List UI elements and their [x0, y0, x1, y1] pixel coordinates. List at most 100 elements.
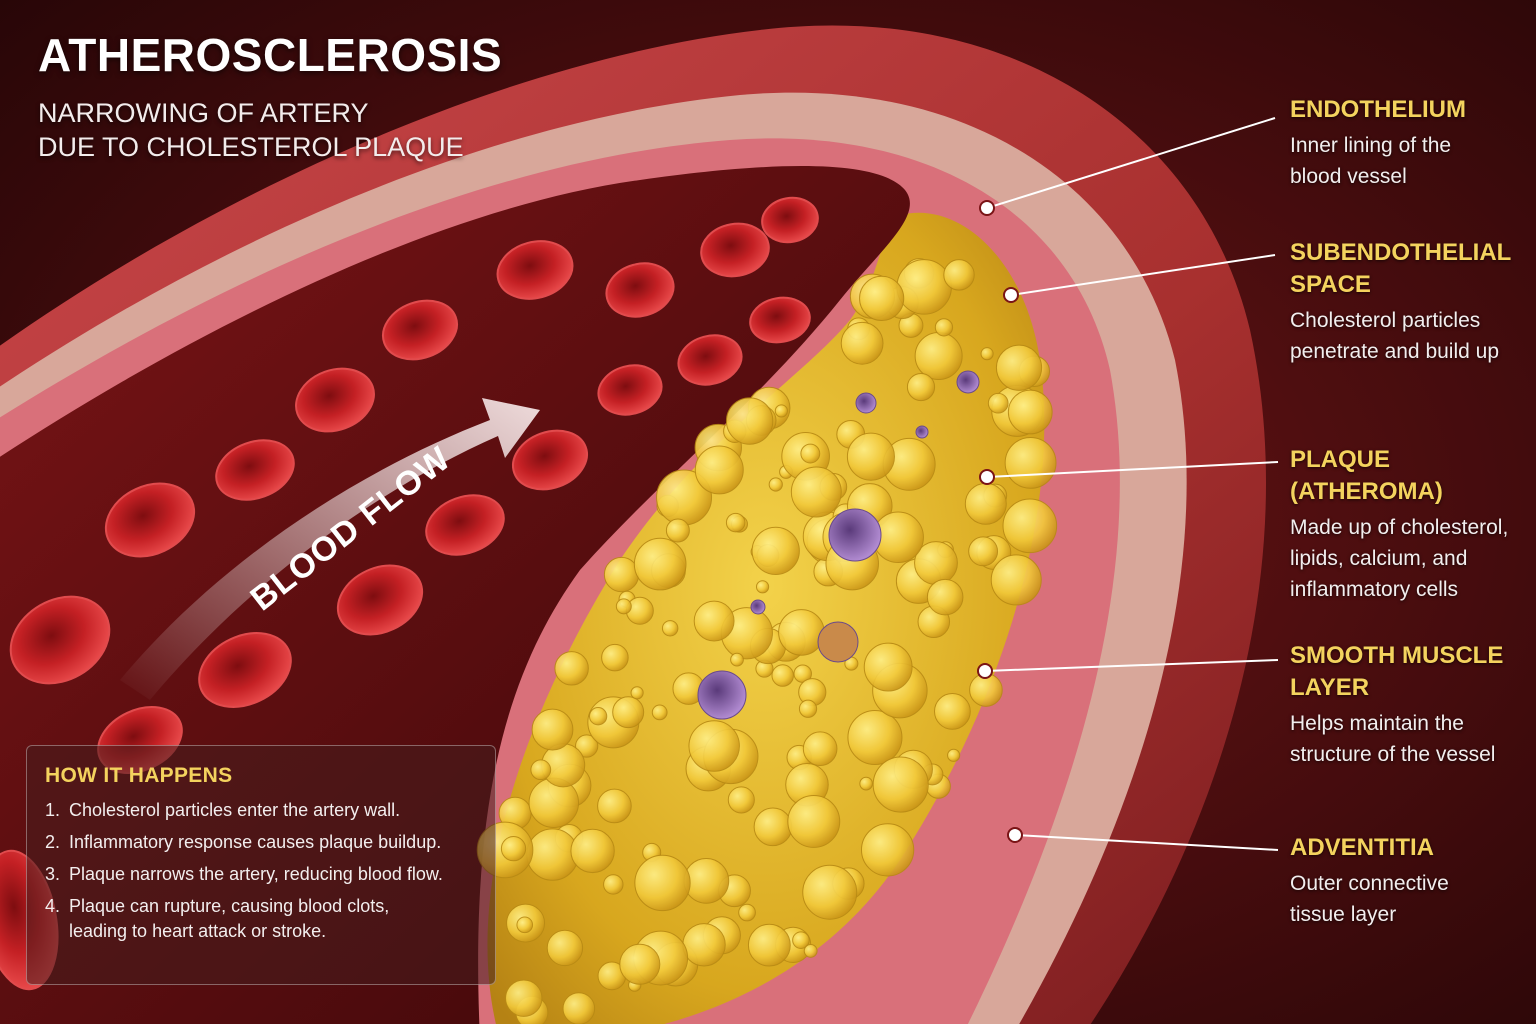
- lipid-globule: [575, 734, 599, 758]
- label-title: PLAQUE (ATHEROMA): [1290, 446, 1443, 505]
- lipid-globule: [896, 259, 952, 315]
- label-desc: Inner lining of the blood vessel: [1290, 130, 1530, 192]
- label-desc-line: lipids, calcium, and: [1290, 547, 1468, 570]
- label-endothelium: ENDOTHELIUM Inner lining of the blood ve…: [1290, 94, 1530, 192]
- label-desc-line: structure of the vessel: [1290, 743, 1496, 766]
- lipid-globule: [768, 477, 783, 492]
- how-it-happens-box: HOW IT HAPPENS 1. Cholesterol particles …: [26, 745, 496, 985]
- label-desc-line: Outer connective: [1290, 872, 1449, 895]
- inflammatory-cell: [828, 508, 882, 562]
- lipid-globule: [859, 776, 873, 791]
- red-blood-cell: [605, 262, 675, 318]
- lipid-globule: [688, 720, 740, 772]
- label-adventitia: ADVENTITIA Outer connective tissue layer: [1290, 832, 1530, 930]
- lipid-globule: [964, 482, 1007, 525]
- how-it-happens-title: HOW IT HAPPENS: [45, 764, 233, 787]
- lipid-globule: [980, 347, 994, 361]
- lipid-globule: [906, 372, 936, 402]
- lipid-globule: [771, 664, 794, 687]
- leader-dots: [977, 200, 1023, 843]
- lipid-globule: [665, 518, 690, 543]
- label-desc-line: tissue layer: [1290, 903, 1397, 926]
- leader-line-subendothelial: [1010, 254, 1276, 296]
- leader-line-endothelium: [986, 117, 1276, 209]
- lipid-globule: [725, 512, 746, 533]
- lipid-globule: [798, 699, 818, 718]
- leader-line-smooth-muscle: [984, 659, 1279, 672]
- lipid-globule: [603, 556, 640, 593]
- lipid-globule: [500, 836, 527, 862]
- red-blood-cell: [198, 632, 292, 708]
- lipid-globule: [682, 923, 726, 967]
- label-subendothelial-space: SUBENDOTHELIAL SPACE Cholesterol particl…: [1290, 237, 1530, 367]
- plaque-lipid-globules: [476, 258, 1058, 1024]
- red-blood-cell: [597, 364, 663, 416]
- leader-line-adventitia: [1014, 834, 1279, 851]
- how-step-text: Inflammatory response causes plaque buil…: [69, 832, 442, 852]
- red-blood-cell: [104, 482, 196, 558]
- lipid-globule: [615, 598, 632, 615]
- lipid-globule: [694, 445, 744, 495]
- label-title: SMOOTH MUSCLE LAYER: [1290, 640, 1530, 704]
- label-title-line: SPACE: [1290, 271, 1371, 298]
- label-title-line: LAYER: [1290, 674, 1370, 701]
- lipid-globule: [860, 823, 915, 877]
- how-step: 1. Cholesterol particles enter the arter…: [45, 798, 479, 823]
- label-desc: Cholesterol particles penetrate and buil…: [1290, 305, 1530, 367]
- inflammatory-cell: [855, 392, 877, 414]
- lipid-globule: [588, 707, 608, 726]
- lipid-globule: [693, 600, 735, 642]
- label-desc-line: Made up of cholesterol,: [1290, 516, 1509, 539]
- subtitle: NARROWING OF ARTERY DUE TO CHOLESTEROL P…: [38, 96, 502, 164]
- lipid-globule: [1007, 389, 1053, 435]
- lipid-globule: [531, 708, 574, 751]
- label-desc-line: Cholesterol particles: [1290, 309, 1481, 332]
- lipid-globule: [683, 858, 730, 904]
- lipid-globule: [926, 578, 964, 616]
- lipid-globule: [847, 709, 903, 766]
- title-block: ATHEROSCLEROSIS NARROWING OF ARTERY DUE …: [38, 28, 502, 164]
- lipid-globule: [792, 931, 810, 949]
- lipid-globule: [778, 609, 825, 656]
- leader-line-plaque: [986, 461, 1279, 478]
- lipid-globule: [995, 344, 1043, 391]
- lipid-globule: [597, 788, 632, 824]
- label-title-line: SUBENDOTHELIAL: [1290, 239, 1512, 266]
- how-step-number: 2.: [45, 832, 61, 852]
- red-blood-cell: [761, 196, 819, 244]
- lipid-globule: [738, 903, 756, 922]
- lipid-globule: [755, 580, 770, 594]
- red-blood-cell: [9, 595, 111, 685]
- lipid-globule: [530, 759, 552, 781]
- inflammatory-cell: [915, 425, 929, 439]
- lipid-globule: [751, 526, 800, 575]
- lipid-globule: [859, 275, 905, 321]
- lipid-globule: [753, 807, 793, 847]
- lipid-globule: [846, 432, 895, 481]
- lipid-globule: [803, 943, 818, 958]
- lipid-globule: [603, 874, 624, 895]
- red-blood-cell: [215, 439, 295, 501]
- how-it-happens-list: 1. Cholesterol particles enter the arter…: [45, 798, 479, 944]
- lipid-globule: [516, 916, 534, 934]
- lipid-globule: [840, 321, 884, 365]
- inflammatory-cell: [956, 370, 980, 394]
- lipid-globule: [505, 979, 543, 1017]
- lipid-globule: [634, 854, 691, 912]
- lipid-globule: [601, 643, 629, 672]
- how-step-line: leading to heart attack or stroke.: [69, 921, 327, 941]
- lipid-globule: [790, 466, 842, 518]
- label-title: SUBENDOTHELIAL SPACE: [1290, 237, 1530, 301]
- lipid-globule: [800, 443, 821, 464]
- label-desc-line: Helps maintain the: [1290, 712, 1464, 735]
- subtitle-line: DUE TO CHOLESTEROL PLAQUE: [38, 132, 464, 162]
- lipid-globule: [947, 748, 961, 762]
- lipid-globule: [730, 652, 744, 667]
- label-desc: Made up of cholesterol, lipids, calcium,…: [1290, 512, 1530, 605]
- how-step: 3. Plaque narrows the artery, reducing b…: [45, 862, 479, 887]
- red-blood-cell: [336, 564, 424, 636]
- inflammatory-cell: [697, 670, 747, 720]
- leader-dot-plaque: [979, 469, 995, 485]
- page-title: ATHEROSCLEROSIS: [38, 29, 503, 81]
